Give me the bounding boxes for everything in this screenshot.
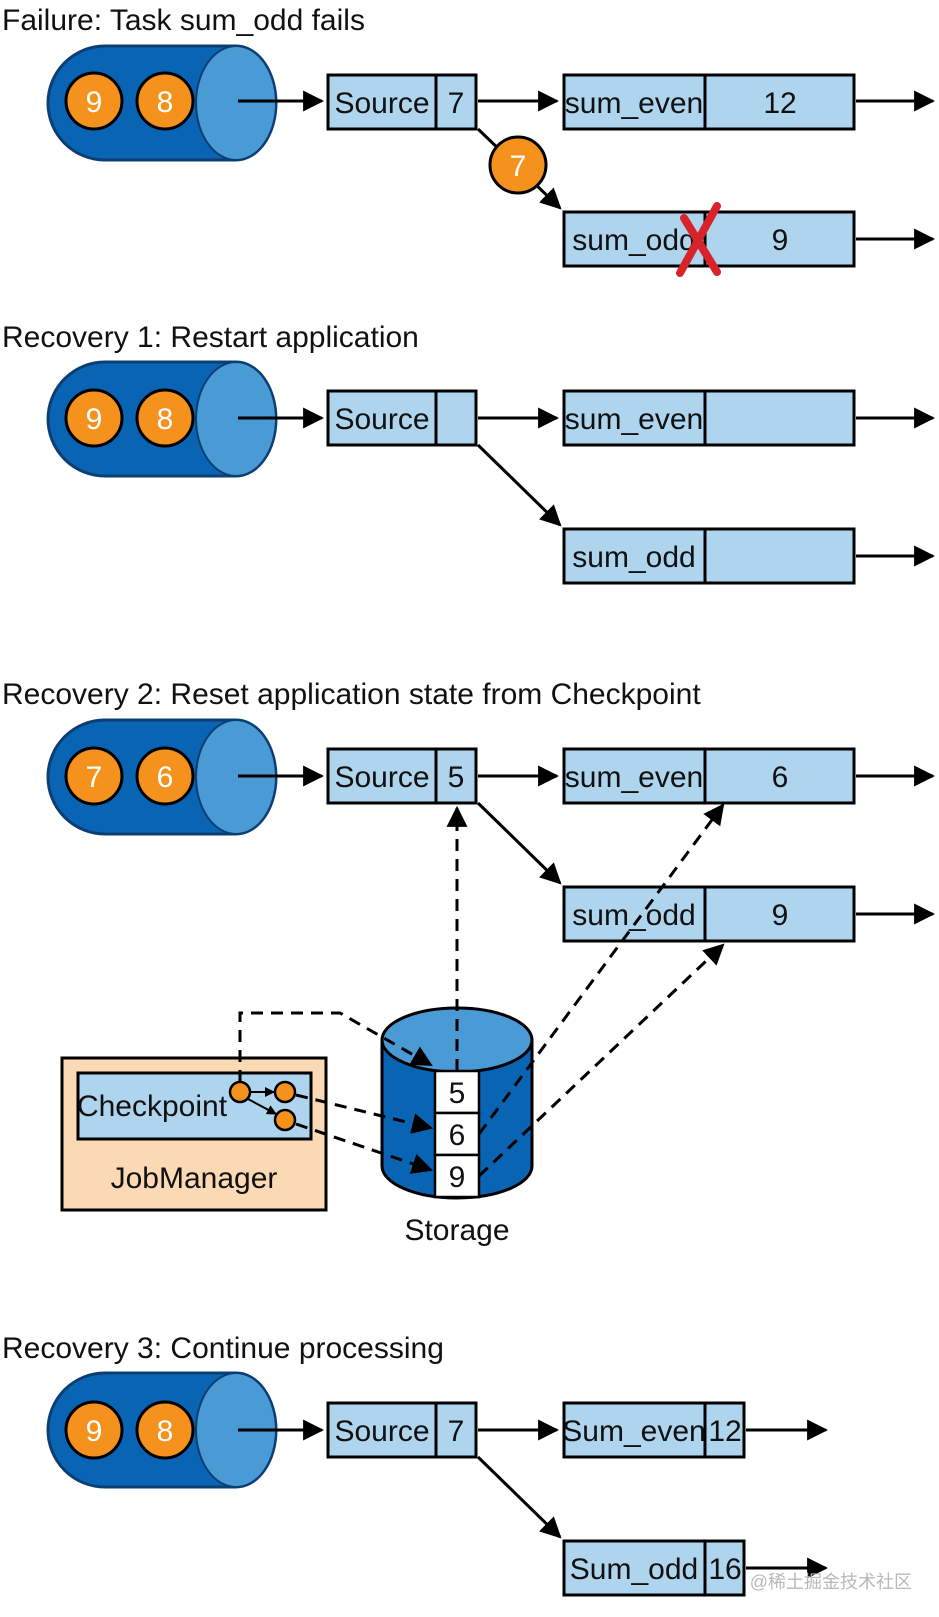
source-offset: 5 [448, 761, 465, 794]
sum-even-label: sum_even [565, 761, 703, 794]
checkpoint-label: Checkpoint [77, 1090, 228, 1123]
source-task: Source 5 [326, 747, 478, 805]
sum-even-task: sum_even [562, 389, 856, 447]
sum-even-label: Sum_even [562, 1415, 705, 1448]
jobmanager: Checkpoint JobManager [60, 1056, 328, 1212]
record-ball [64, 388, 124, 448]
source-label: Source [334, 1415, 429, 1448]
section-title: Recovery 1: Restart application [2, 321, 419, 354]
source-offset: 7 [448, 1415, 465, 1448]
sum-even-task: Sum_even 12 [562, 1401, 746, 1459]
record-ball [135, 71, 195, 131]
dashed-arrow [477, 803, 725, 1135]
sum-odd-label: sum_odd [572, 899, 695, 932]
section-recovery-2: Recovery 2: Reset application state from… [2, 678, 936, 1247]
sum-odd-label: sum_odd [572, 224, 695, 257]
section-recovery-3: Recovery 3: Continue processing 9 8 Sour… [2, 1332, 829, 1597]
source-label: Source [334, 403, 429, 436]
record-ball [135, 1400, 195, 1460]
storage-value: 9 [449, 1161, 466, 1194]
input-queue: 9 8 [46, 1371, 278, 1489]
record-ball [64, 746, 124, 806]
in-flight-record [488, 135, 548, 195]
x-icon [676, 202, 721, 277]
record-value: 8 [157, 86, 174, 119]
input-queue: 7 6 [46, 718, 278, 836]
record-ball [135, 746, 195, 806]
checkpoint-node [273, 1080, 297, 1104]
watermark: @稀土掘金技术社区 [750, 1572, 912, 1592]
record-value: 8 [157, 403, 174, 436]
sum-odd-label: sum_odd [572, 541, 695, 574]
dashed-arrow [238, 1011, 433, 1082]
dashed-arrow [477, 943, 725, 1178]
section-title: Failure: Task sum_odd fails [2, 4, 365, 37]
sum-odd-task: sum_odd [562, 527, 856, 585]
source-label: Source [334, 87, 429, 120]
arrow [476, 443, 562, 527]
record-value: 9 [86, 86, 103, 119]
record-value: 6 [157, 761, 174, 794]
sum-even-label: sum_even [565, 87, 703, 120]
storage-label: Storage [404, 1214, 509, 1247]
sum-odd-value: 9 [772, 899, 789, 932]
record-value: 7 [86, 761, 103, 794]
record-ball [64, 71, 124, 131]
sum-odd-task: sum_odd 9 [562, 885, 856, 943]
section-failure: Failure: Task sum_odd fails 9 8 Source 7… [2, 4, 936, 277]
sum-even-task: sum_even 6 [562, 747, 856, 805]
storage-value: 6 [449, 1119, 466, 1152]
arrow [476, 1455, 562, 1539]
sum-odd-value: 9 [772, 224, 789, 257]
source-task: Source 7 [326, 73, 478, 131]
record-value: 9 [86, 1415, 103, 1448]
record-value: 8 [157, 1415, 174, 1448]
source-offset: 7 [448, 87, 465, 120]
sum-even-value: 12 [708, 1415, 741, 1448]
source-task: Source 7 [326, 1401, 478, 1459]
sum-odd-label: Sum_odd [570, 1553, 698, 1586]
section-title: Recovery 2: Reset application state from… [2, 678, 701, 711]
jobmanager-label: JobManager [111, 1162, 278, 1195]
checkpoint-node [273, 1108, 297, 1132]
checkpoint-node [228, 1080, 252, 1104]
record-ball [64, 1400, 124, 1460]
sum-odd-task: Sum_odd 16 [562, 1539, 746, 1597]
record-ball [135, 388, 195, 448]
sum-odd-value: 16 [708, 1553, 741, 1586]
source-task: Source [326, 389, 478, 447]
storage-value: 5 [449, 1077, 466, 1110]
source-label: Source [334, 761, 429, 794]
input-queue: 9 8 [46, 360, 278, 478]
sum-even-value: 12 [763, 87, 796, 120]
dashed-arrow [295, 1093, 434, 1134]
input-queue: 9 8 [46, 44, 278, 162]
section-recovery-1: Recovery 1: Restart application 9 8 Sour… [2, 321, 936, 585]
sum-even-value: 6 [772, 761, 789, 794]
section-title: Recovery 3: Continue processing [2, 1332, 444, 1365]
arrow [476, 801, 562, 885]
sum-even-task: sum_even 12 [562, 73, 856, 131]
sum-even-label: sum_even [565, 403, 703, 436]
in-flight-value: 7 [510, 150, 527, 183]
record-value: 9 [86, 403, 103, 436]
dashed-arrow [295, 1122, 433, 1174]
